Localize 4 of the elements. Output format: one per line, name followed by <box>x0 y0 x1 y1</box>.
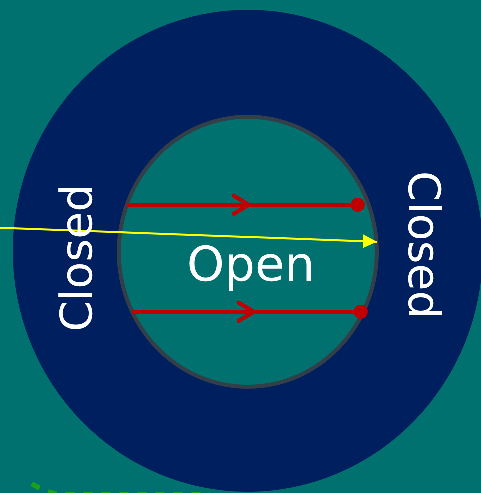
disc-label: Open <box>187 241 316 289</box>
arrow <box>0 227 378 248</box>
ring-label: Closed <box>400 171 445 319</box>
ring-label: Closed <box>56 184 100 332</box>
